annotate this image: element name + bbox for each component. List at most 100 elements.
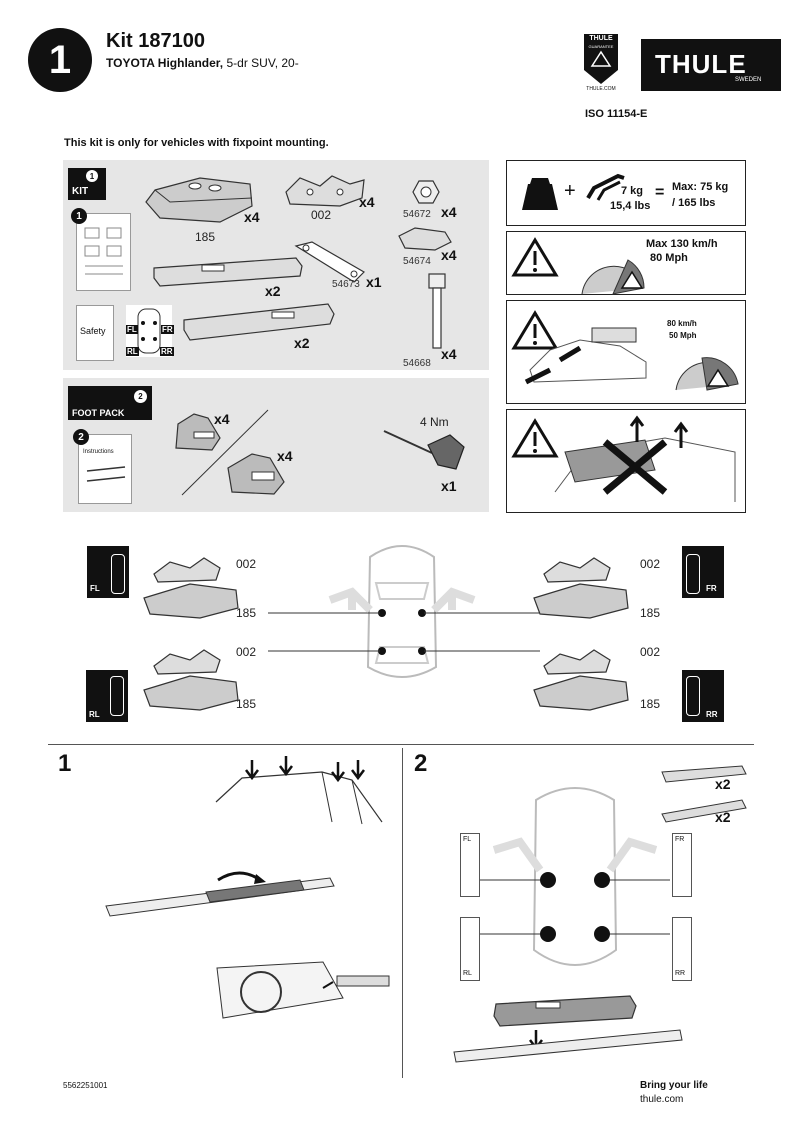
position-lines: [268, 587, 540, 652]
step1-roof-icon: [215, 756, 383, 825]
thule-logo: THULE SWEDEN: [641, 39, 781, 91]
part-002-label: 002: [311, 208, 332, 222]
fl-card-outline: [111, 554, 125, 594]
pad-qty-1: x2: [265, 283, 281, 299]
safety-booklet: Safety: [76, 305, 114, 361]
fl-lower-label: 185: [236, 606, 257, 620]
fr-foot-assembly-icon: [533, 557, 629, 619]
guarantee-badge-sub: GUARANTEE: [588, 44, 614, 49]
step-2-number: 2: [414, 750, 428, 777]
part-002-icon: [285, 175, 365, 207]
part-54672-nut-icon: [412, 180, 440, 204]
doc-number: 5562251001: [63, 1081, 108, 1090]
step2-tag-rr: RR: [675, 970, 686, 977]
load-weight-lbs: 15,4 lbs: [610, 200, 651, 212]
rr-lower-label: 185: [640, 697, 661, 711]
part-185-icon: [145, 177, 253, 223]
step2-pad-qty-1: x2: [715, 776, 731, 792]
loaded-speed: 80 km/h: [667, 319, 697, 328]
vehicle-spec: 5-dr SUV, 20-: [226, 56, 299, 70]
step-number-badge: 1: [28, 28, 92, 92]
part-54674-label: 54674: [403, 256, 431, 267]
fixpoint-notice: This kit is only for vehicles with fixpo…: [64, 137, 329, 149]
kit-box-icon: 1 KIT: [68, 168, 106, 200]
part-185-label: 185: [195, 230, 216, 244]
max-load: Max: 75 kg: [672, 181, 729, 193]
vehicle-line: TOYOTA Highlander, 5-dr SUV, 20-: [106, 56, 299, 70]
card-tag-fr: FR: [161, 325, 174, 334]
part-54674-bracket-icon: [398, 227, 452, 251]
rubber-pad-icon: [153, 257, 303, 287]
pad-qty-2: x2: [294, 335, 310, 351]
foot-pack-instructions: 2 Instructions: [73, 429, 132, 504]
guarantee-url: THULE.COM: [586, 86, 616, 92]
rl-card-outline: [110, 676, 124, 716]
max-speed: Max 130 km/h: [646, 238, 718, 250]
rl-foot-assembly-icon: [143, 649, 239, 711]
fl-tag: FL: [90, 584, 100, 593]
torque-key-icon: [383, 430, 465, 470]
rl-card: RL: [86, 670, 128, 722]
card-tag-fl: FL: [126, 325, 138, 334]
footer-website: thule.com: [640, 1094, 684, 1105]
step2-card-rr: RR: [672, 917, 692, 981]
fr-tag: FR: [706, 584, 717, 593]
manual-sketch-icon: [84, 227, 123, 275]
guarantee-shield-icon: [584, 34, 618, 84]
guarantee-badge-brand: THULE: [589, 35, 613, 42]
foot-pack-label: FOOT PACK: [72, 408, 125, 418]
safety-label: Safety: [80, 326, 106, 336]
steps-divider-vertical: [402, 748, 403, 1078]
part-54673-label: 54673: [332, 279, 360, 290]
part-54668-bolt-icon: [428, 273, 446, 349]
warning-triangle-icon: [511, 237, 559, 277]
load-weight: 7 kg: [621, 185, 644, 197]
max-load-lbs: / 165 lbs: [672, 197, 716, 209]
loaded-speed-mph: 50 Mph: [669, 331, 697, 340]
fr-card-outline: [686, 554, 700, 594]
iso-standard: ISO 11154-E: [585, 108, 648, 120]
weight-icon: [522, 178, 558, 210]
car-with-load-icon: [524, 327, 647, 385]
thule-logo-sub: SWEDEN: [735, 77, 762, 83]
part-54673-plate-icon: [294, 241, 365, 283]
steps-divider-horizontal: [48, 744, 754, 745]
step2-card-fr: FR: [672, 833, 692, 897]
card-tag-rr: RR: [160, 347, 174, 356]
kit-manual: 1: [71, 208, 131, 291]
rl-lower-label: 185: [236, 697, 257, 711]
fr-lower-label: 185: [640, 606, 661, 620]
warning-triangle-icon-2: [511, 310, 559, 350]
position-card: FL FR RL RR: [126, 305, 174, 357]
foot-alt-icon: [227, 453, 285, 495]
kit-badge: 1: [86, 170, 98, 182]
fl-card: FL: [87, 546, 129, 598]
rl-tag: RL: [89, 710, 100, 719]
step1-dashboard-icon: [216, 961, 390, 1019]
foot-pack-badge: 2: [134, 390, 147, 403]
load-equals: =: [655, 184, 665, 201]
kit-manual-step: 1: [71, 208, 87, 224]
part-185-qty: x4: [244, 209, 260, 225]
tool-qty: x1: [441, 478, 457, 494]
speedometer-low-icon: [675, 357, 739, 391]
part-54668-qty: x4: [441, 346, 457, 362]
instructions-label: Instructions: [83, 449, 114, 455]
step2-tag-fr: FR: [675, 836, 685, 843]
step2-car-topview-icon: [532, 787, 618, 966]
max-speed-mph: 80 Mph: [650, 252, 688, 264]
foot-pack-box-icon: 2 FOOT PACK: [68, 386, 152, 420]
rl-upper-label: 002: [236, 645, 257, 659]
vehicle-model: TOYOTA Highlander,: [106, 56, 224, 70]
rr-card: RR: [682, 670, 724, 722]
step2-pad-wide-icon: [661, 799, 747, 823]
instructions-bars-icon: [86, 466, 126, 482]
rr-card-outline: [686, 676, 700, 716]
rr-tag: RR: [706, 710, 718, 719]
rr-upper-label: 002: [640, 645, 661, 659]
kit-label: KIT: [72, 186, 89, 197]
part-002-qty: x4: [359, 194, 375, 210]
foot-qty-1: x4: [214, 411, 230, 427]
step2-card-fl: FL: [460, 833, 480, 897]
no-lift-car-icon: [554, 415, 736, 502]
